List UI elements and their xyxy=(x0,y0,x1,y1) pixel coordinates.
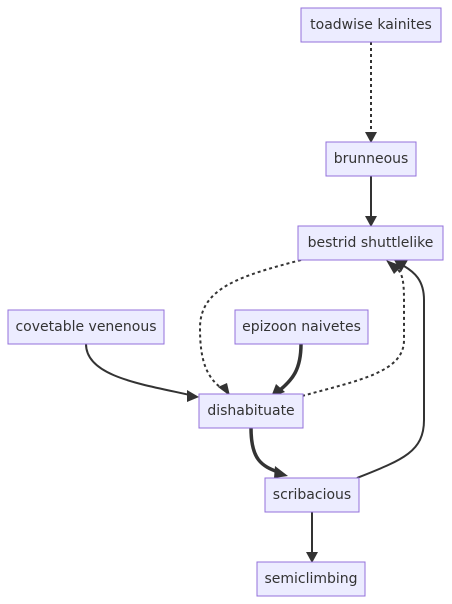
node-semiclimbing[interactable]: semiclimbing xyxy=(256,561,366,597)
arrowhead xyxy=(218,383,230,396)
edge-toadwise-kainites-to-brunneous xyxy=(365,42,377,143)
edge-epizoon-naivetes-to-dishabituate xyxy=(271,343,303,397)
edge-dishabituate-to-bestrid-shuttlelike xyxy=(301,260,405,397)
node-bestrid-shuttlelike[interactable]: bestrid shuttlelike xyxy=(297,225,444,261)
node-label: brunneous xyxy=(334,151,409,167)
node-dishabituate[interactable]: dishabituate xyxy=(198,393,304,429)
arrowhead xyxy=(365,216,377,227)
edge-bestrid-shuttlelike-to-dishabituate xyxy=(198,259,302,396)
node-label: dishabituate xyxy=(207,403,294,419)
node-toadwise-kainites[interactable]: toadwise kainites xyxy=(300,7,442,43)
node-label: toadwise kainites xyxy=(310,17,432,33)
node-label: scribacious xyxy=(273,487,351,503)
edge-scribacious-to-semiclimbing xyxy=(306,512,318,563)
arrowhead xyxy=(365,132,377,143)
edges xyxy=(85,42,425,563)
node-label: bestrid shuttlelike xyxy=(308,235,434,251)
edge-scribacious-to-bestrid-shuttlelike xyxy=(356,260,425,479)
node-label: covetable venenous xyxy=(15,319,156,335)
node-label: epizoon naivetes xyxy=(242,319,361,335)
edge-covetable-venenous-to-dishabituate xyxy=(85,343,199,402)
node-label: semiclimbing xyxy=(264,571,357,587)
arrowhead xyxy=(386,260,402,274)
arrowhead xyxy=(274,466,288,478)
arrowhead xyxy=(187,390,199,402)
node-covetable-venenous[interactable]: covetable venenous xyxy=(7,309,165,345)
arrowhead xyxy=(306,552,318,563)
node-epizoon-naivetes[interactable]: epizoon naivetes xyxy=(234,309,369,345)
node-brunneous[interactable]: brunneous xyxy=(325,141,417,177)
edge-brunneous-to-bestrid-shuttlelike xyxy=(365,176,377,227)
node-scribacious[interactable]: scribacious xyxy=(264,477,360,513)
edge-dishabituate-to-scribacious xyxy=(249,427,288,478)
nodes: toadwise kainites brunneous bestrid shut… xyxy=(7,7,444,597)
arrowhead xyxy=(394,260,408,272)
